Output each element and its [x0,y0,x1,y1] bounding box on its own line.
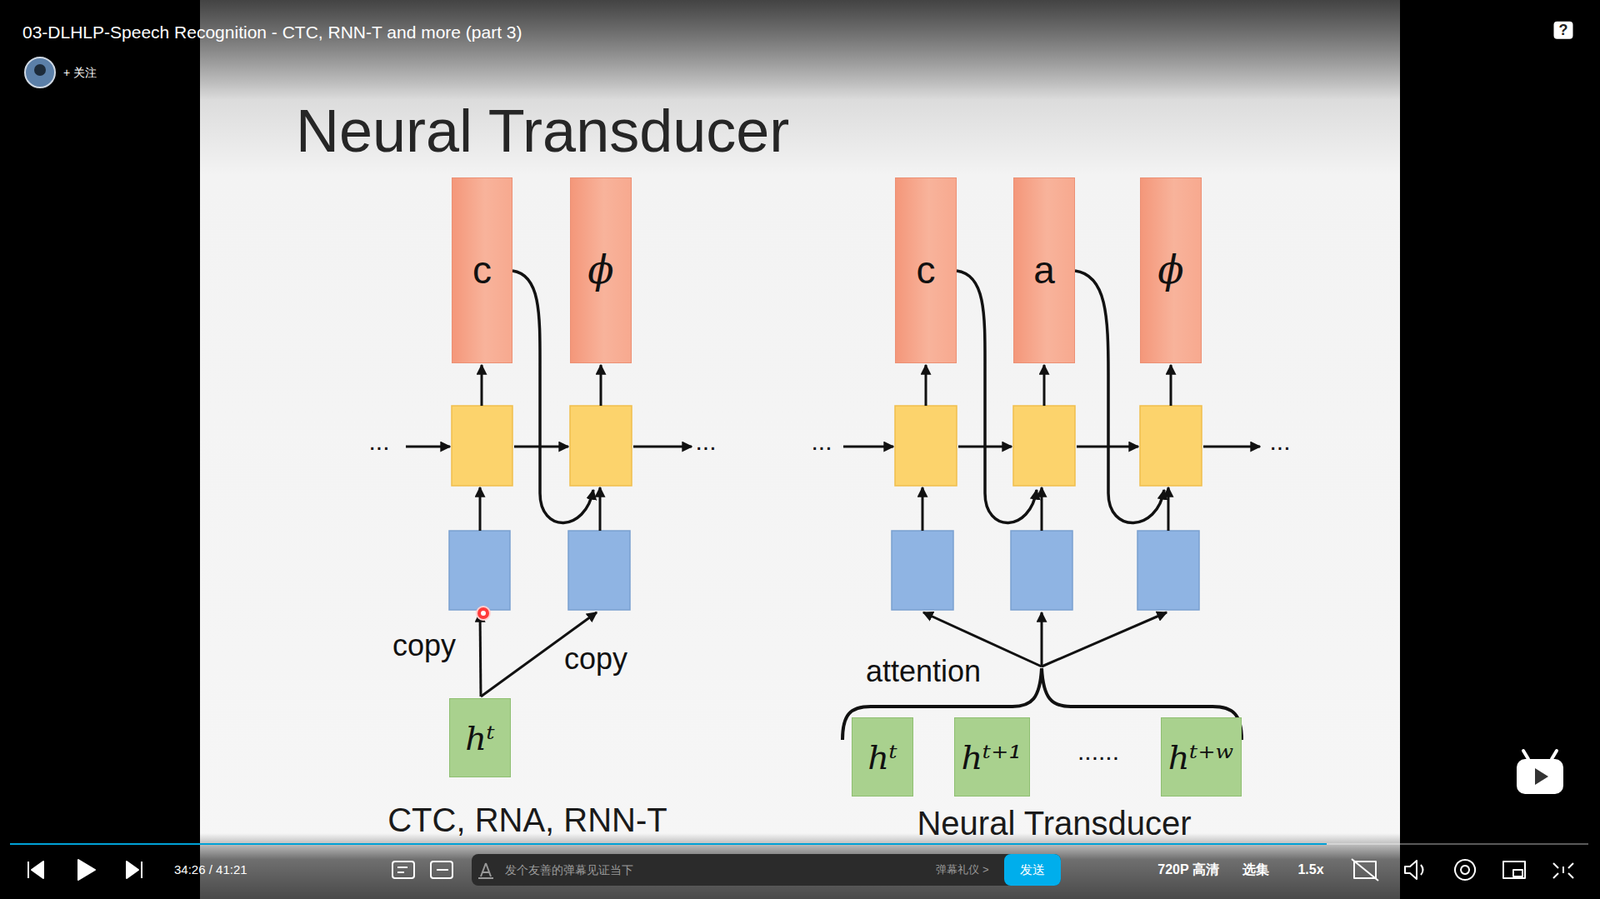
token-label: ϕ [1157,249,1184,292]
flow-arrow [925,365,928,406]
ellipsis: ... [810,427,832,457]
pointer-dot [476,606,490,620]
bilibili-logo [1523,750,1557,760]
flow-arrow [600,365,603,406]
state-label: hᵗ [465,720,495,757]
output-token-box: c [451,177,513,364]
next-button [126,861,142,879]
speed-button: 1.5x [1297,862,1324,878]
encoder-state-box: hᵗ⁺¹ [954,717,1030,797]
output-token-box: ϕ [570,177,632,364]
volume-button [1405,860,1424,880]
bilibili-logo [1516,750,1564,795]
pip-button [1503,861,1525,879]
flow-arrow [633,445,692,449]
ellipsis: ... [1269,427,1290,457]
input-vector-box [1137,530,1200,610]
bilibili-logo [1516,759,1564,795]
flow-arrow [1040,487,1044,531]
sub-caption: Neural Transducer [916,804,1191,843]
avatar [25,57,55,88]
output-token-box: ϕ [1140,177,1202,364]
flow-arrow [1041,612,1167,667]
danmaku-settings [430,861,453,879]
flow-arrow [480,612,481,697]
encoder-state-box: hᵗ [851,717,914,797]
danmaku-etiquette: 弹幕礼仪 > [935,864,989,877]
rnn-cell-box [570,405,632,486]
rnn-cell-box [451,405,513,486]
ellipsis: ... [368,427,390,457]
output-token-box: a [1013,177,1075,364]
send-button [1004,854,1061,886]
flow-arrow [1170,365,1173,406]
danmaku-input [471,854,1061,886]
fullscreen-button [1553,863,1574,879]
flow-arrow [1203,445,1260,449]
quality-button: 720P 高清 [1157,862,1220,878]
attention-label: attention [865,654,981,689]
send-label: 发送 [1020,862,1045,877]
encoder-state-box: hᵗ [449,698,511,778]
copy-label: copy [564,641,628,676]
token-label: c [916,249,936,292]
danmaku-toggle [392,861,415,879]
sub-caption: CTC, RNA, RNN-T [387,800,668,840]
video-title: 03-DLHLP-Speech Recognition - CTC, RNN-T… [22,22,523,43]
prev-button [28,861,44,879]
bilibili-logo [1535,768,1549,785]
input-vector-box [1010,530,1073,610]
encoder-state-box: hᵗ⁺ʷ [1160,717,1242,797]
state-label: hᵗ⁺ʷ [1168,739,1234,776]
settings-button [1455,860,1475,880]
follow-button: + 关注 [63,65,97,80]
flow-arrow [480,365,484,406]
pointer-dot [480,610,486,616]
flow-arrow [479,487,482,531]
help-button: ? [1554,21,1574,40]
state-label: hᵗ [867,739,898,776]
copy-label: copy [392,628,456,663]
subtitle-button [1351,859,1379,881]
flow-arrow [1043,365,1046,406]
episode-button: 选集 [1242,862,1270,878]
output-token-box: c [895,177,957,364]
progress-bar [10,843,1327,845]
state-label: hᵗ⁺¹ [961,739,1023,776]
flow-arrow [1040,612,1044,667]
danmaku-placeholder: 发个友善的弹幕见证当下 [505,863,634,877]
flow-arrow [843,445,894,449]
slide-title: Neural Transducer [295,96,790,166]
token-label: ϕ [587,249,614,292]
player-top-shade [0,0,1600,100]
flow-arrow [405,445,450,449]
token-label: a [1033,249,1055,292]
flow-arrow [599,487,602,531]
rnn-cell-box [1013,405,1075,486]
token-label: c [472,249,492,292]
progress-track [1326,843,1589,845]
ellipsis: ... [695,427,716,457]
text-style-icon [478,863,494,879]
flow-arrow [921,487,925,531]
rnn-cell-box [895,405,957,486]
play-button [78,860,95,880]
avatar [34,64,46,76]
ellipsis: ...... [1077,737,1120,767]
input-vector-box [891,530,954,610]
input-vector-box [449,530,510,610]
time-display: 34:26 / 41:21 [174,862,248,877]
input-vector-box [568,530,630,610]
flow-arrow [1167,487,1170,531]
rnn-cell-box [1140,405,1202,486]
